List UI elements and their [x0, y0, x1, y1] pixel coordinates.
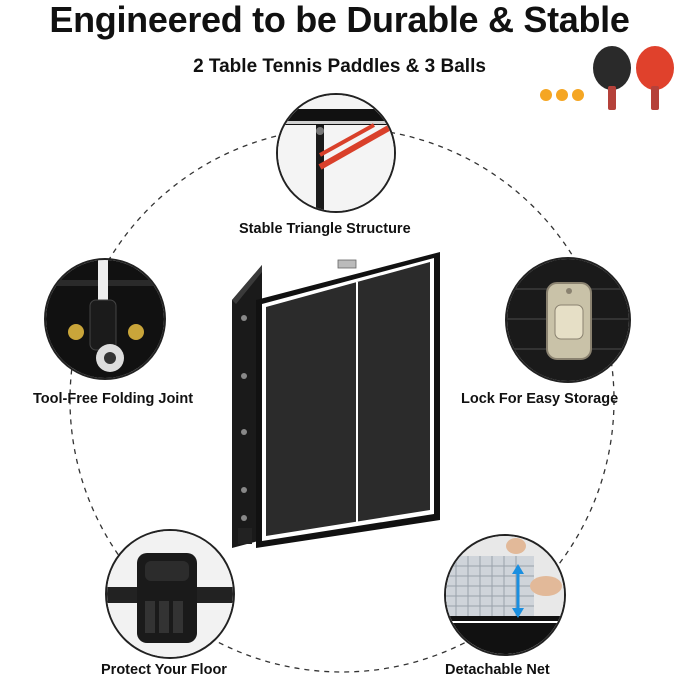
feature-label-joint: Tool-Free Folding Joint: [33, 391, 194, 407]
feature-label-net: Detachable Net: [445, 662, 550, 678]
floor-protector-photo: [105, 529, 235, 659]
headline: Engineered to be Durable & Stable: [49, 0, 630, 40]
subheadline: 2 Table Tennis Paddles & 3 Balls: [193, 56, 486, 77]
triangle-structure-photo: [276, 93, 396, 213]
feature-label-lock: Lock For Easy Storage: [461, 391, 619, 407]
folding-joint-photo: [44, 258, 166, 380]
storage-lock-photo: [505, 257, 631, 383]
feature-label-floor: Protect Your Floor: [101, 662, 227, 678]
feature-label-triangle: Stable Triangle Structure: [239, 221, 411, 237]
detachable-net-photo: [444, 534, 566, 656]
